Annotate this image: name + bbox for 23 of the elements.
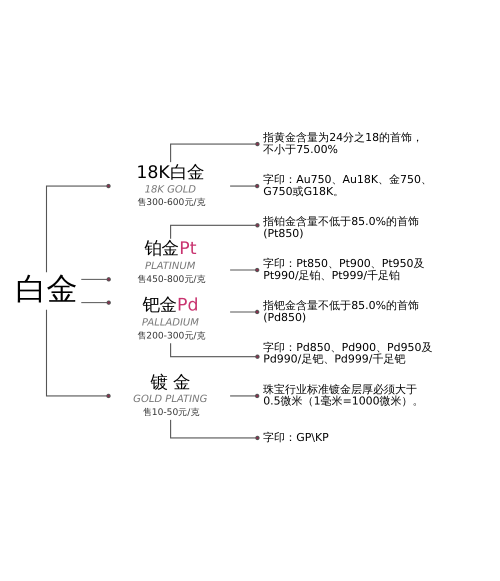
- node-text: 指钯金含量不低于85.0%的首饰(Pd850): [263, 298, 419, 324]
- connector: [170, 419, 260, 440]
- connector: [230, 393, 260, 398]
- connector: [81, 276, 111, 282]
- node-text: 铂金Pt PLATINUM 售450-800元/克: [137, 238, 206, 284]
- connector: [81, 300, 111, 304]
- node-text: 指黄金含量为24分之18的首饰，不小于75.00%: [263, 130, 424, 156]
- connector: [230, 183, 260, 188]
- node-text: 钯金Pd PALLADIUM 售200-300元/克: [137, 294, 206, 341]
- connector: [230, 309, 260, 314]
- connector: [230, 267, 260, 272]
- node-text: 18K白金 18K GOLD 售300-600元/克: [136, 162, 206, 208]
- connector: [170, 141, 260, 162]
- node-text: 镀 金 GOLD PLATING 售10-50元/克: [133, 372, 208, 418]
- node-text: 字印：Au750、Au18K、金750、G750或G18K。: [263, 172, 432, 198]
- connector: [46, 309, 111, 398]
- node-text: 指铂金含量不低于85.0%的首饰(Pt850): [263, 214, 419, 240]
- node-text: 字印：GP\KP: [263, 430, 329, 444]
- node-text: 字印：Pt850、Pt900、Pt950及Pt990/足铂、Pt999/千足铂: [263, 256, 425, 282]
- node-text: 字印：Pd850、Pd900、Pd950及Pd990/足钯、Pd999/千足钯: [263, 340, 432, 366]
- node-text: 珠宝行业标准镀金层厚必须大于0.5微米（1毫米=1000微米）。: [263, 382, 424, 408]
- connector: [46, 183, 111, 272]
- node-text: 白金: [15, 270, 78, 307]
